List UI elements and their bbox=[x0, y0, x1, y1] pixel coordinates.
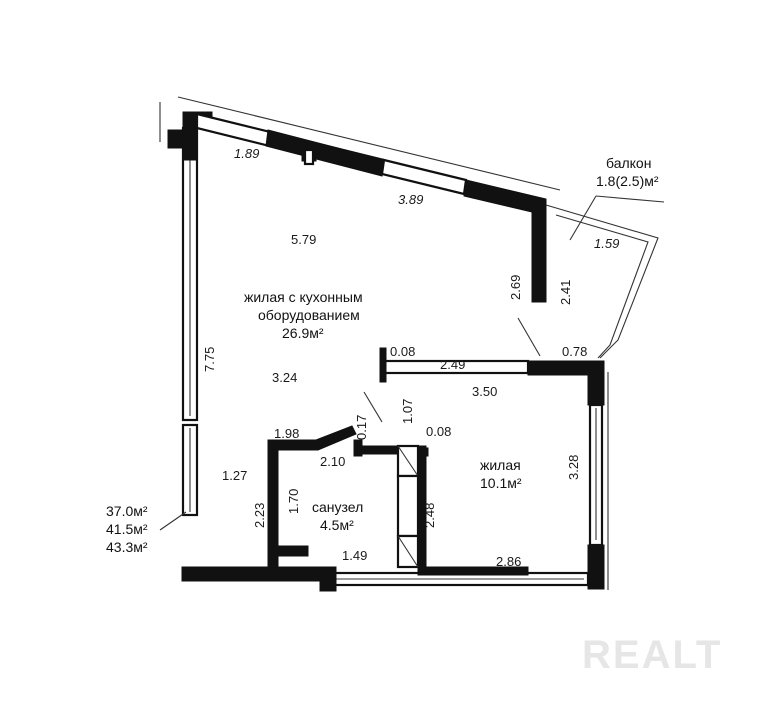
dim-wall-thickness-top: 0.08 bbox=[390, 344, 415, 359]
dim-bathroom-top: 2.10 bbox=[320, 454, 345, 469]
bathroom-label: санузел 4.5м² bbox=[312, 499, 363, 533]
dim-hall-width: 1.98 bbox=[274, 426, 299, 441]
dim-bedroom-width: 3.50 bbox=[472, 384, 497, 399]
bathroom-walls bbox=[267, 425, 429, 569]
total-area-1: 37.0м² bbox=[106, 503, 148, 519]
dim-bathroom-wall-height: 2.48 bbox=[422, 503, 437, 528]
dim-bedroom-bottom: 2.86 bbox=[496, 554, 521, 569]
dim-bathroom-inner-height: 1.70 bbox=[286, 489, 301, 514]
living-kitchen-name-line2: оборудованием bbox=[258, 307, 360, 323]
balcony-name: балкон bbox=[606, 155, 651, 171]
south-wall bbox=[181, 566, 590, 592]
bedroom-label: жилая 10.1м² bbox=[480, 457, 522, 491]
living-kitchen-area: 26.9м² bbox=[282, 325, 324, 341]
dim-partition-length: 2.49 bbox=[440, 357, 465, 372]
north-wall bbox=[177, 96, 561, 303]
dim-corridor-width: 1.07 bbox=[400, 399, 415, 424]
dim-west-wall: 7.75 bbox=[202, 347, 217, 372]
dim-hall-depth: 1.27 bbox=[222, 468, 247, 483]
bedroom-east-wall bbox=[527, 360, 609, 590]
total-areas: 37.0м² 41.5м² 43.3м² bbox=[106, 503, 148, 555]
dim-north-right: 3.89 bbox=[398, 192, 423, 207]
dim-wall-thickness-mid: 0.08 bbox=[426, 424, 451, 439]
balcony-area: 1.8(2.5)м² bbox=[596, 173, 659, 189]
balcony-outline bbox=[545, 195, 665, 359]
dim-balcony-depth: 1.59 bbox=[594, 236, 619, 251]
total-area-2: 41.5м² bbox=[106, 521, 148, 537]
left-exterior-wall bbox=[159, 102, 213, 517]
dim-wall-017: 0.17 bbox=[354, 415, 369, 440]
dim-east-wall-outer: 2.41 bbox=[558, 280, 573, 305]
bathroom-name: санузел bbox=[312, 499, 363, 515]
dim-living-width: 5.79 bbox=[291, 232, 316, 247]
dim-bathroom-outer-height: 2.23 bbox=[252, 503, 267, 528]
living-kitchen-label: жилая с кухонным оборудованием 26.9м² bbox=[244, 289, 363, 341]
dim-living-depth: 3.24 bbox=[272, 370, 297, 385]
dim-bedroom-depth: 3.28 bbox=[566, 455, 581, 480]
bedroom-area: 10.1м² bbox=[480, 475, 522, 491]
interior-wall-top bbox=[379, 347, 530, 383]
leader-lines bbox=[159, 317, 541, 531]
realt-watermark: REALT bbox=[582, 633, 722, 677]
bedroom-name: жилая bbox=[480, 457, 521, 473]
dim-north-left: 1.89 bbox=[234, 146, 259, 161]
dim-east-wall-inner: 2.69 bbox=[508, 275, 523, 300]
dim-balcony-door: 0.78 bbox=[562, 344, 587, 359]
dim-bathroom-bottom: 1.49 bbox=[342, 548, 367, 563]
living-kitchen-name-line1: жилая с кухонным bbox=[244, 289, 363, 305]
bathroom-area: 4.5м² bbox=[320, 517, 354, 533]
total-area-3: 43.3м² bbox=[106, 539, 148, 555]
balcony-label: балкон 1.8(2.5)м² bbox=[596, 155, 659, 189]
